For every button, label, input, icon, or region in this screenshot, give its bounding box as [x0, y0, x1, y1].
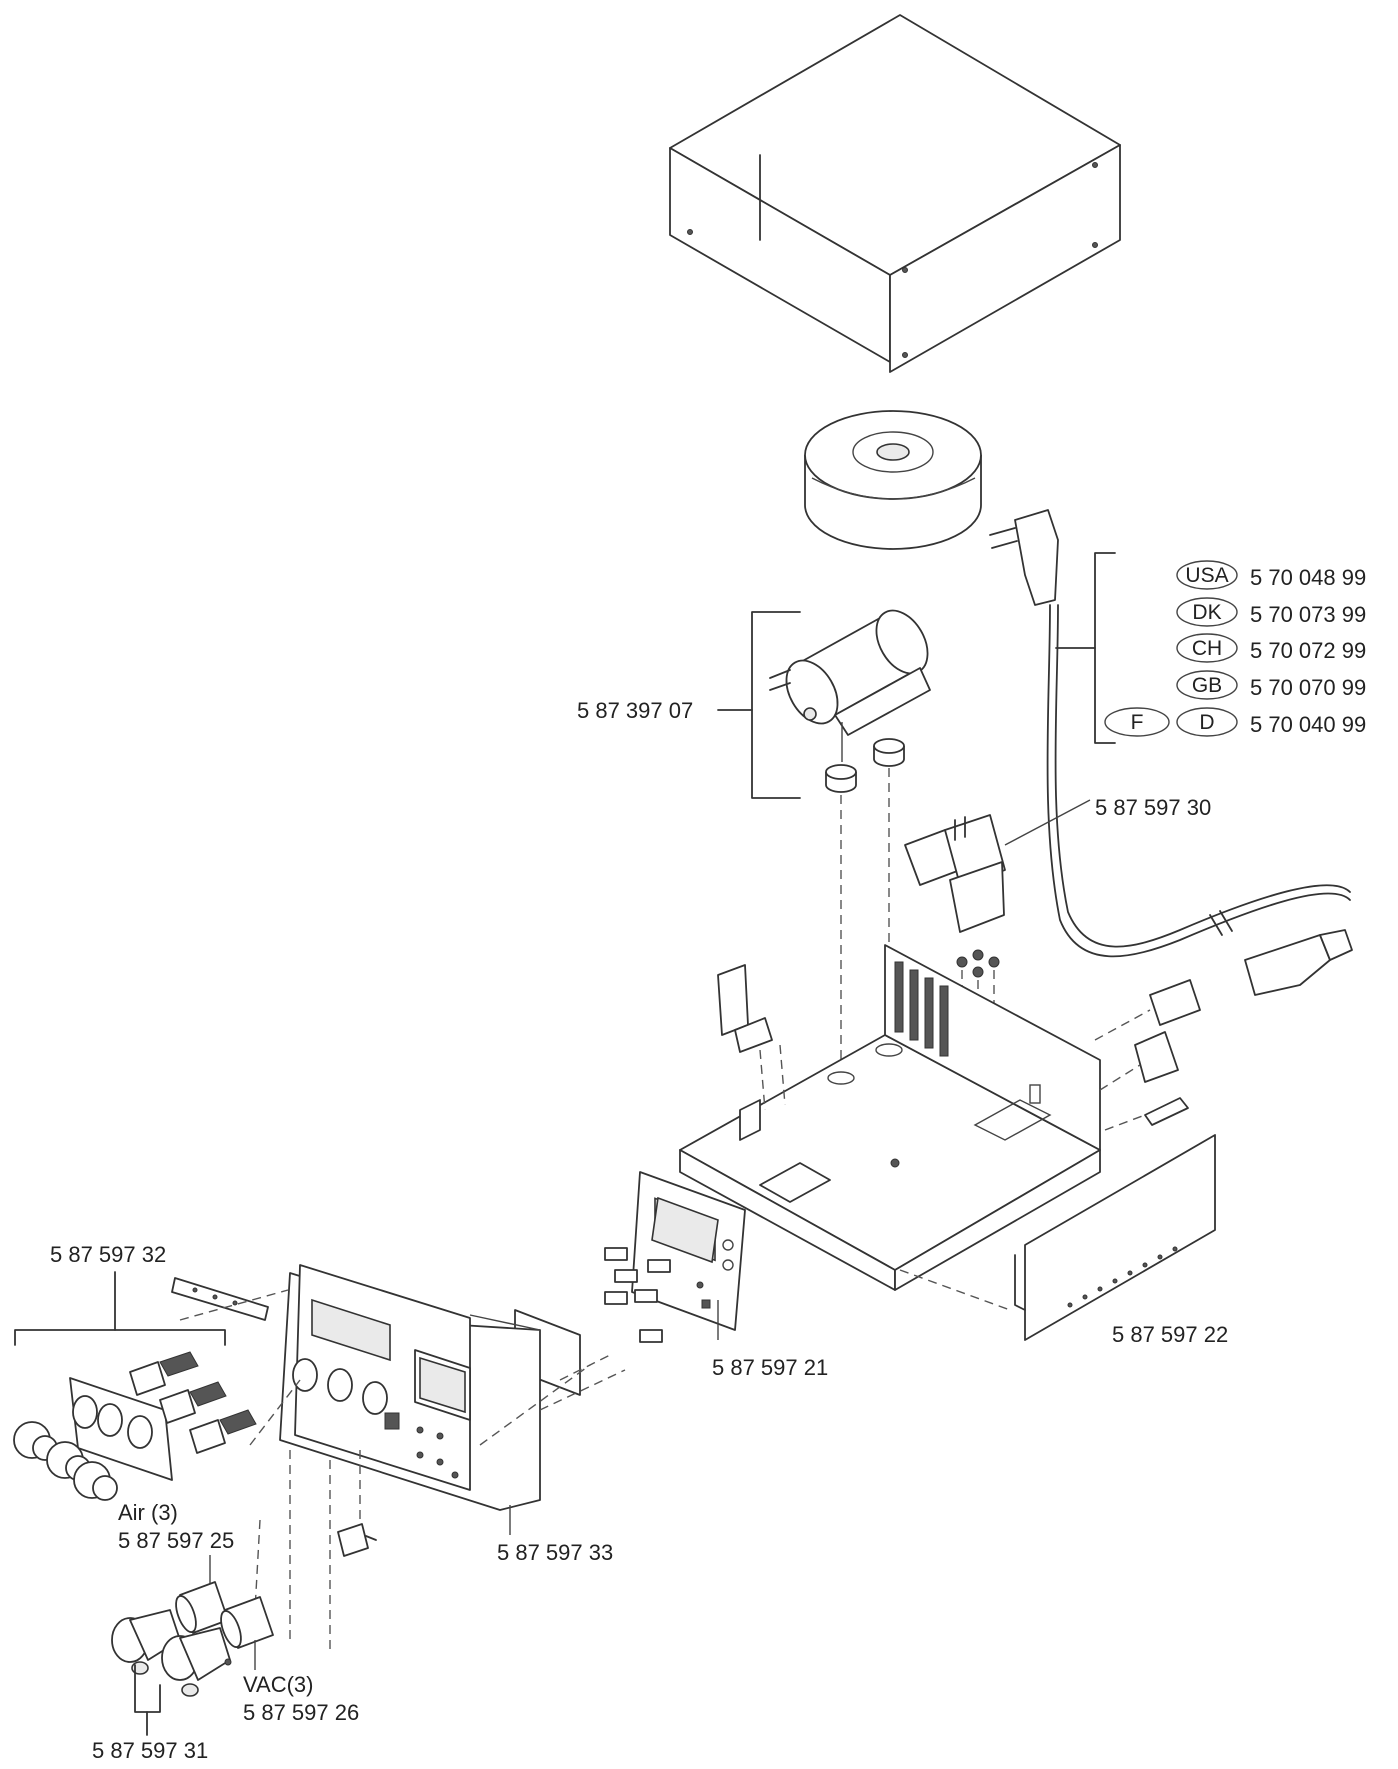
power-inlet — [1094, 979, 1201, 1131]
label-couplings: 5 87 597 31 — [92, 1738, 208, 1763]
country-code: D — [1199, 711, 1214, 734]
label-pump: 5 87 597 30 — [1095, 795, 1211, 820]
power-cord-row: DK 5 70 073 99 — [1176, 597, 1366, 627]
quick-couplings — [111, 1609, 232, 1697]
label-vac-part: 5 87 597 26 — [243, 1700, 359, 1725]
part-number: 5 70 048 99 — [1250, 565, 1366, 590]
label-air-title: Air (3) — [118, 1500, 178, 1525]
air-fittings — [175, 1581, 274, 1649]
heatsink — [894, 961, 949, 1057]
label-label-plate: 5 87 597 32 — [50, 1242, 166, 1267]
power-cord-row: F D 5 70 040 99 — [1104, 707, 1366, 737]
power-cord-table: USA 5 70 048 99 DK 5 70 073 99 CH 5 70 0… — [1104, 560, 1366, 737]
side-panel — [899, 1134, 1216, 1341]
label-side-panel: 5 87 597 22 — [1112, 1322, 1228, 1347]
motor-bracket — [717, 611, 801, 799]
label-air-part: 5 87 597 25 — [118, 1528, 234, 1553]
part-number: 5 70 040 99 — [1250, 712, 1366, 737]
knobs — [13, 1421, 118, 1501]
country-code: F — [1131, 711, 1144, 734]
motor — [769, 609, 931, 736]
power-cord-row: GB 5 70 070 99 — [1176, 670, 1366, 700]
toroidal-transformer — [804, 410, 982, 550]
assembly-leaders — [179, 1289, 626, 1650]
power-cord-row: USA 5 70 048 99 — [1176, 560, 1366, 590]
country-code: GB — [1192, 674, 1222, 697]
relay — [717, 964, 786, 1111]
part-number: 5 70 072 99 — [1250, 638, 1366, 663]
potentiometers — [129, 1351, 257, 1454]
toggle-switch — [337, 1523, 377, 1557]
connector-pins — [604, 1247, 671, 1343]
power-cord-bracket — [1055, 552, 1116, 744]
country-code: USA — [1185, 564, 1228, 587]
power-cord-row: CH 5 70 072 99 — [1176, 633, 1366, 663]
part-number: 5 70 070 99 — [1250, 675, 1366, 700]
pcb — [631, 1171, 746, 1340]
part-number: 5 70 073 99 — [1250, 602, 1366, 627]
front-panel — [279, 1264, 541, 1511]
chassis — [679, 944, 1101, 1291]
label-motor: 5 87 397 07 — [577, 698, 693, 723]
country-code: DK — [1192, 601, 1221, 624]
top-cover — [669, 14, 1121, 373]
label-pcb: 5 87 597 21 — [712, 1355, 828, 1380]
label-vac-title: VAC(3) — [243, 1672, 314, 1697]
country-code: CH — [1192, 637, 1222, 660]
label-strip — [171, 1277, 269, 1321]
label-front-panel: 5 87 597 33 — [497, 1540, 613, 1565]
knob-plate — [69, 1377, 173, 1481]
power-cord — [989, 509, 1353, 996]
rubber-feet — [825, 722, 905, 1060]
